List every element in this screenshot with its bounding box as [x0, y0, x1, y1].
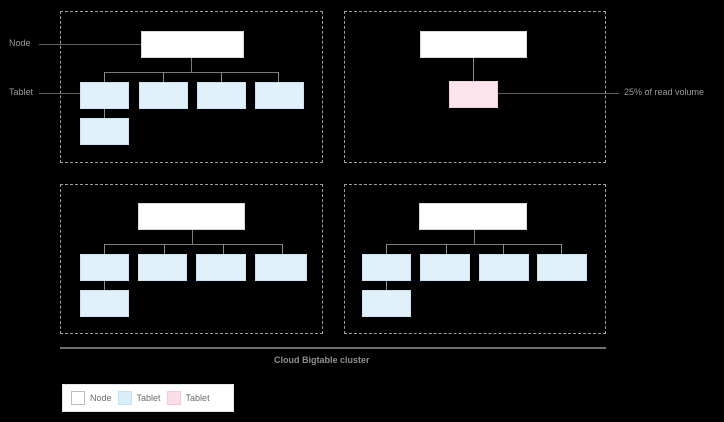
connector-node-tablet-tr	[473, 58, 474, 81]
callout-label-hotspot: 25% of read volume	[624, 87, 705, 97]
connector-bus-tablet-br-2	[446, 244, 447, 254]
tablet-box-br-4	[537, 254, 587, 281]
tablet-box-tl-1	[80, 82, 129, 109]
callout-label-node: Node	[9, 38, 31, 48]
tablet-box-br-2	[420, 254, 470, 281]
tablet-box-bl-1	[80, 254, 129, 281]
legend-item-node: Node	[71, 391, 112, 405]
connector-node-bus-tl	[191, 58, 192, 72]
cluster-divider	[60, 347, 606, 349]
connector-tablet-subtablet-tl	[104, 109, 105, 118]
legend-label-node: Node	[90, 393, 112, 403]
cluster-caption: Cloud Bigtable cluster	[274, 355, 370, 365]
tablet-box-tl-3	[197, 82, 246, 109]
legend-label-hot-tablet: Tablet	[185, 393, 210, 403]
tablet-swatch-icon	[117, 391, 132, 405]
legend: Node Tablet Tablet	[62, 384, 234, 412]
tablet-box-br-1	[362, 254, 411, 281]
node-group-top-right	[344, 11, 606, 163]
connector-node-bus-br	[474, 230, 475, 244]
leader-line-hotspot	[498, 93, 619, 94]
connector-bus-tablet-tl-2	[163, 72, 164, 82]
connector-bus-tablet-bl-4	[282, 244, 283, 254]
tablet-box-bl-4	[255, 254, 307, 281]
connector-bus-bl	[104, 244, 283, 245]
node-group-bottom-right	[344, 184, 606, 334]
node-box-tl	[141, 31, 244, 58]
tablet-box-br-5	[362, 290, 411, 317]
legend-item-hot-tablet: Tablet	[166, 391, 210, 405]
node-swatch-icon	[71, 391, 85, 405]
node-group-bottom-left	[60, 184, 323, 334]
leader-line-tablet	[39, 93, 80, 94]
connector-bus-tablet-bl-1	[104, 244, 105, 254]
tablet-box-bl-5	[80, 290, 129, 317]
callout-label-tablet: Tablet	[9, 87, 34, 97]
tablet-box-br-3	[479, 254, 529, 281]
tablet-box-tl-5	[80, 118, 129, 145]
leader-line-node	[39, 44, 141, 45]
node-group-top-left	[60, 11, 323, 163]
connector-tablet-subtablet-bl	[104, 281, 105, 290]
tablet-box-bl-3	[196, 254, 246, 281]
connector-bus-tablet-br-1	[386, 244, 387, 254]
connector-bus-tablet-br-4	[561, 244, 562, 254]
legend-item-tablet: Tablet	[117, 391, 161, 405]
connector-bus-tablet-tl-3	[221, 72, 222, 82]
legend-label-tablet: Tablet	[136, 393, 161, 403]
connector-bus-tablet-br-3	[503, 244, 504, 254]
node-box-tr	[420, 31, 527, 58]
node-box-br	[419, 203, 527, 230]
tablet-box-bl-2	[138, 254, 187, 281]
connector-bus-tl	[104, 72, 279, 73]
connector-bus-tablet-bl-2	[164, 244, 165, 254]
connector-tablet-subtablet-br	[386, 281, 387, 290]
tablet-box-tl-4	[255, 82, 304, 109]
node-box-bl	[138, 203, 245, 230]
connector-bus-tablet-tl-4	[278, 72, 279, 82]
connector-bus-tablet-tl-1	[104, 72, 105, 82]
hot-tablet-box-tr	[449, 81, 498, 108]
connector-bus-tablet-bl-3	[223, 244, 224, 254]
connector-bus-br	[386, 244, 562, 245]
tablet-box-tl-2	[139, 82, 188, 109]
connector-node-bus-bl	[192, 230, 193, 244]
hot-tablet-swatch-icon	[166, 391, 181, 405]
